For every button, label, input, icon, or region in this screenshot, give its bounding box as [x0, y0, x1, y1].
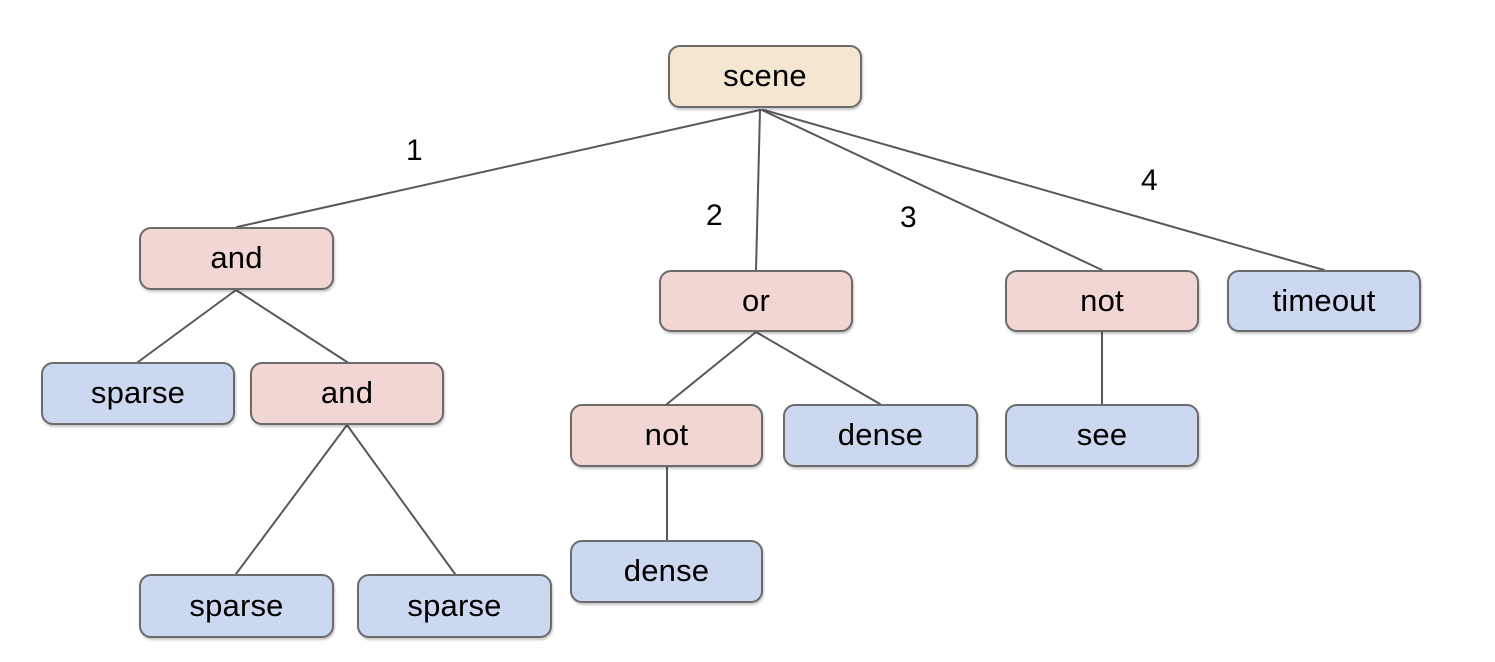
edge-scene-to-and1 [236, 109, 761, 228]
edge-scene-to-or1 [755, 109, 761, 271]
node-scene[interactable]: scene [668, 45, 862, 108]
edge-label-4: 4 [1141, 164, 1158, 197]
edge-or1-to-not_mid [666, 331, 757, 405]
node-sparse3[interactable]: sparse [357, 574, 552, 638]
node-label-see: see [1076, 417, 1128, 452]
edge-label-3: 3 [900, 201, 917, 234]
node-timeout[interactable]: timeout [1227, 270, 1421, 332]
node-label-and2: and [320, 375, 374, 410]
node-label-sparse1: sparse [90, 375, 186, 410]
node-and1[interactable]: and [139, 227, 334, 290]
node-not_mid[interactable]: not [570, 404, 763, 467]
edge-and1-to-sparse1 [137, 289, 237, 363]
edge-scene-to-not_right [761, 109, 1103, 271]
node-label-and1: and [210, 240, 263, 275]
node-sparse1[interactable]: sparse [41, 362, 235, 425]
node-see[interactable]: see [1005, 404, 1199, 467]
node-sparse2[interactable]: sparse [139, 574, 334, 638]
node-dense2[interactable]: dense [570, 540, 763, 603]
node-label-dense1: dense [837, 417, 924, 452]
node-label-scene: scene [723, 58, 807, 93]
node-label-dense2: dense [623, 553, 710, 588]
edge-scene-to-timeout [763, 109, 1325, 271]
node-label-sparse3: sparse [407, 587, 502, 623]
node-label-not_right: not [1080, 282, 1124, 318]
node-label-timeout: timeout [1272, 282, 1376, 318]
edge-and1-to-and2 [235, 289, 348, 363]
node-label-not_mid: not [644, 417, 689, 452]
edge-and2-to-sparse3 [346, 424, 456, 575]
edge-and2-to-sparse2 [235, 424, 348, 575]
node-label-or1: or [742, 282, 770, 318]
edge-label-1: 1 [406, 134, 423, 167]
node-and2[interactable]: and [250, 362, 444, 425]
node-dense1[interactable]: dense [783, 404, 978, 467]
edge-label-2: 2 [706, 199, 723, 232]
edge-or1-to-dense1 [755, 331, 881, 405]
node-or1[interactable]: or [659, 270, 853, 332]
node-not_right[interactable]: not [1005, 270, 1199, 332]
node-label-sparse2: sparse [189, 587, 284, 623]
